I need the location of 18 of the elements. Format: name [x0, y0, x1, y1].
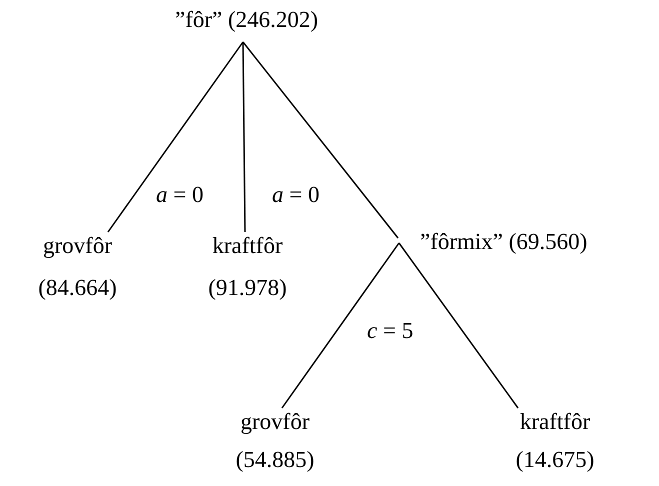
connector-line [242, 42, 246, 232]
parameter-label: a = 0 [156, 182, 204, 208]
node-value: (91.978) [207, 274, 288, 302]
connector-line [107, 42, 244, 232]
node-label: kraftfôr [518, 408, 592, 436]
connector-line [281, 242, 400, 408]
node-value: (84.664) [37, 274, 118, 302]
node-label: ”fôrmix” (69.560) [420, 228, 588, 256]
parameter-label: a = 0 [272, 182, 320, 208]
parameter-label: c = 5 [367, 318, 414, 344]
node-label: ”fôr” (246.202) [175, 6, 315, 34]
node-value: (54.885) [234, 446, 316, 474]
node-label: grovfôr [240, 408, 310, 436]
node-label: grovfôr [42, 232, 113, 260]
node-label: kraftfôr [211, 232, 284, 260]
connector-line [398, 242, 519, 408]
node-value: (14.675) [514, 446, 596, 474]
connector-line [242, 42, 399, 238]
